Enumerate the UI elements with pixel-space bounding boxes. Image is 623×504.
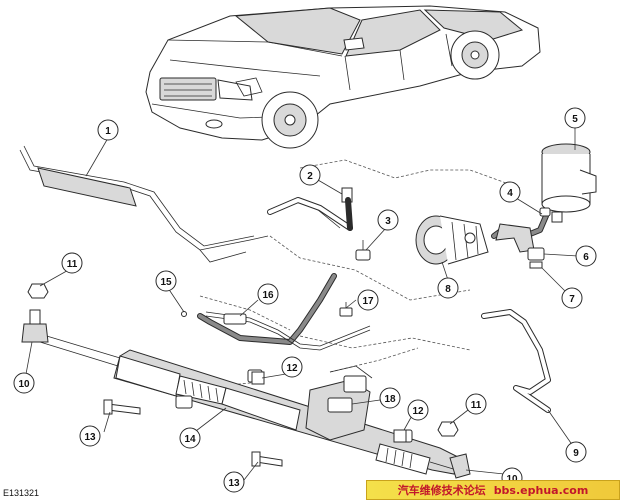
- callouts: 1 2 3 4 5 6 7 8 9 10 10 11 11 12 12 13 1…: [13, 107, 597, 493]
- callout-7: 7: [561, 287, 583, 309]
- part-5-reservoir: [541, 143, 597, 223]
- part-3-connector: [355, 240, 371, 261]
- part-13-bolts: [103, 399, 283, 467]
- callout-16: 16: [257, 283, 279, 305]
- callout-8: 8: [437, 277, 459, 299]
- svg-text:5: 5: [572, 114, 578, 125]
- callout-5: 5: [564, 107, 586, 129]
- callout-15: 15: [155, 270, 177, 292]
- part-2-pressure-hose: [267, 187, 353, 231]
- svg-text:3: 3: [385, 216, 391, 227]
- callout-11-left: 11: [61, 252, 83, 274]
- watermark-banner: 汽车维修技术论坛 bbs.ephua.com: [366, 480, 620, 500]
- watermark-url: bbs.ephua.com: [493, 483, 589, 497]
- svg-text:15: 15: [160, 277, 172, 288]
- part-12-clamps: [251, 371, 407, 443]
- callout-3: 3: [377, 209, 399, 231]
- vehicle-illustration: [145, 5, 541, 149]
- callout-12-right: 12: [407, 399, 429, 421]
- svg-text:16: 16: [262, 290, 274, 301]
- callout-13-left: 13: [79, 425, 101, 447]
- svg-text:17: 17: [362, 296, 374, 307]
- callout-6: 6: [575, 245, 597, 267]
- svg-text:18: 18: [384, 394, 396, 405]
- svg-text:10: 10: [506, 474, 518, 485]
- part-10-tie-rod-end-right: [449, 453, 471, 479]
- reference-dashed-lines: [197, 159, 521, 411]
- svg-text:8: 8: [445, 284, 451, 295]
- part-18-valve: [327, 397, 353, 413]
- callout-10-left: 10: [13, 372, 35, 394]
- callout-13-right: 13: [223, 471, 245, 493]
- svg-text:7: 7: [569, 294, 575, 305]
- callout-18: 18: [379, 387, 401, 409]
- svg-text:14: 14: [184, 434, 196, 445]
- svg-text:2: 2: [307, 171, 313, 182]
- callout-12-left: 12: [281, 356, 303, 378]
- svg-text:13: 13: [84, 432, 96, 443]
- svg-text:13: 13: [228, 478, 240, 489]
- svg-text:12: 12: [286, 363, 298, 374]
- part-10-tie-rod-end-left: [21, 309, 49, 343]
- watermark-cn-text: 汽车维修技术论坛: [397, 484, 486, 497]
- svg-text:10: 10: [18, 379, 30, 390]
- callout-1: 1: [97, 119, 119, 141]
- leader-lines: [25, 126, 579, 481]
- part-8-steering-pump: [415, 215, 489, 265]
- part-9-return-hose: [481, 309, 551, 413]
- callout-17: 17: [357, 289, 379, 311]
- callout-11-right: 11: [465, 393, 487, 415]
- callout-2: 2: [299, 164, 321, 186]
- callout-9: 9: [565, 441, 587, 463]
- svg-text:12: 12: [412, 406, 424, 417]
- svg-text:11: 11: [67, 259, 78, 270]
- part-17-clip: [339, 302, 353, 317]
- figure-id: E131321: [3, 488, 40, 498]
- part-4-6-reservoir-hose: [491, 207, 551, 269]
- callout-4: 4: [499, 181, 521, 203]
- svg-text:11: 11: [471, 400, 482, 411]
- callout-14: 14: [179, 427, 201, 449]
- svg-text:6: 6: [583, 252, 589, 263]
- svg-text:1: 1: [105, 126, 111, 137]
- svg-text:4: 4: [507, 188, 513, 199]
- part-16-feed-pipes: [197, 273, 371, 351]
- part-15-screw: [181, 311, 187, 317]
- svg-text:9: 9: [573, 448, 579, 459]
